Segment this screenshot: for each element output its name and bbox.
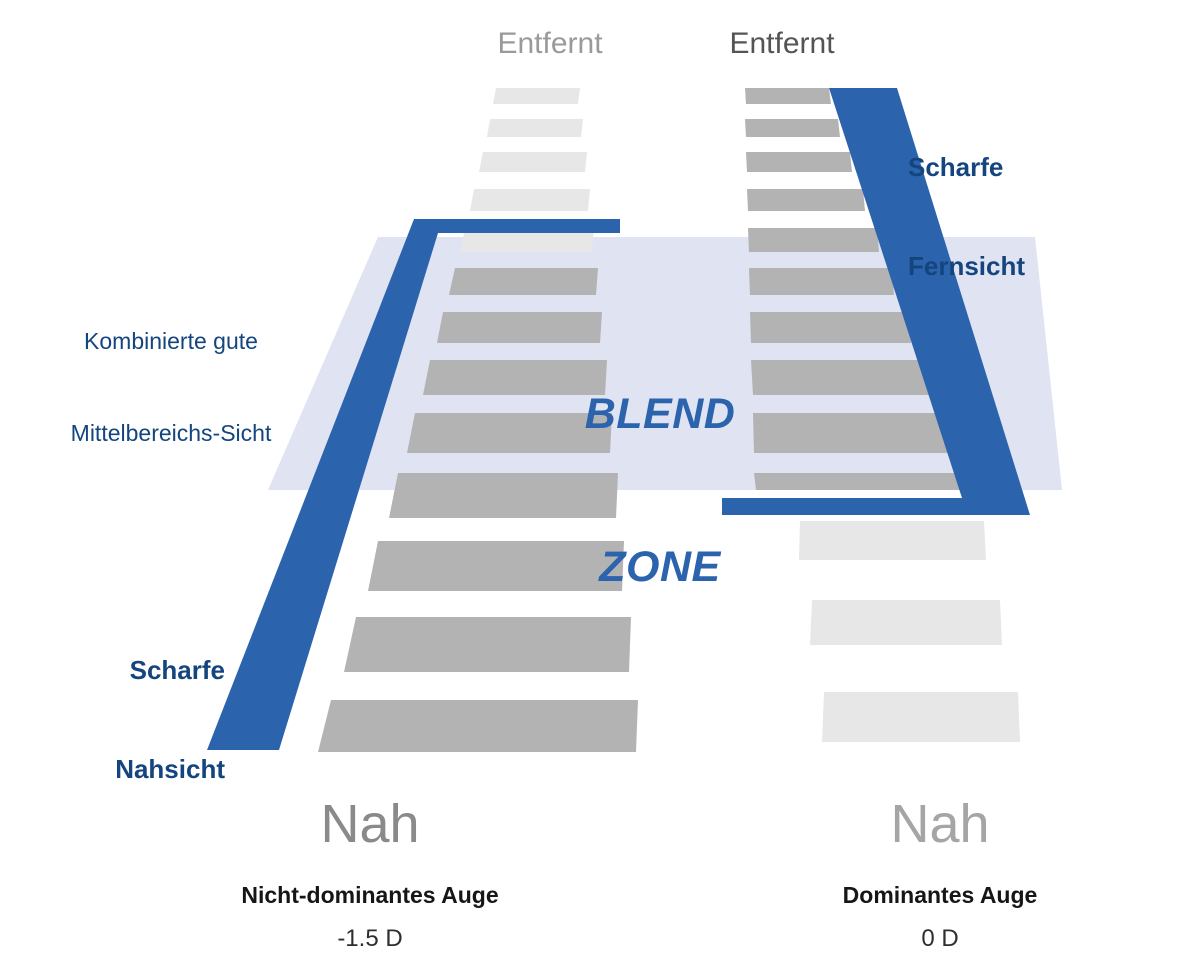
- rung: [344, 617, 631, 672]
- rung: [746, 152, 852, 172]
- right-callout-line2: Fernsicht: [908, 251, 1026, 282]
- rung: [745, 119, 840, 137]
- rung: [368, 541, 624, 591]
- right-ladder-rungs-far: [745, 88, 976, 490]
- rung: [750, 312, 911, 343]
- left-callout-line2: Nahsicht: [115, 754, 225, 785]
- rung: [751, 360, 930, 395]
- rung: [749, 268, 894, 295]
- rung: [822, 692, 1020, 742]
- left-callout: Scharfe Nahsicht: [10, 587, 225, 853]
- right-ladder: [722, 88, 1030, 742]
- rung: [460, 228, 594, 252]
- rung: [389, 473, 618, 518]
- right-callout-line1: Scharfe: [908, 151, 1004, 182]
- middle-callout: Kombinierte gute Mittelbereichs-Sicht: [16, 265, 326, 510]
- rung: [753, 413, 952, 453]
- left-ladder: [207, 88, 638, 752]
- rung: [423, 360, 607, 395]
- rung: [479, 152, 587, 172]
- left-ladder-rungs-far: [460, 88, 594, 252]
- left-callout-line1: Scharfe: [129, 654, 225, 685]
- rung: [754, 473, 976, 490]
- right-diopter-value: 0 D: [921, 925, 959, 952]
- left-ladder-rungs-near: [318, 268, 638, 752]
- rung: [493, 88, 580, 104]
- blend-zone-title-line2: ZONE: [599, 542, 721, 591]
- left-top-label: Entfernt: [497, 27, 603, 60]
- left-eye-label: Nicht-dominantes Auge: [241, 882, 499, 908]
- right-ladder-rungs-near: [799, 521, 1020, 742]
- rung: [799, 521, 986, 560]
- rung: [437, 312, 602, 343]
- right-bottom-label: Nah: [890, 794, 990, 854]
- right-callout: Scharfe Fernsicht: [908, 84, 1158, 350]
- right-eye-label: Dominantes Auge: [842, 882, 1038, 908]
- rung: [318, 700, 638, 752]
- rung: [449, 268, 598, 295]
- right-top-label: Entfernt: [729, 27, 835, 60]
- rung: [487, 119, 583, 137]
- rung: [747, 189, 865, 211]
- middle-callout-line1: Kombinierte gute: [84, 328, 258, 355]
- rung: [470, 189, 590, 211]
- left-sharp-boundary-line: [207, 219, 620, 750]
- rung: [810, 600, 1002, 645]
- right-sharp-boundary-line: [722, 88, 1030, 515]
- left-bottom-label: Nah: [320, 794, 420, 854]
- rung: [748, 228, 879, 252]
- rung: [407, 413, 612, 453]
- blend-zone-title: BLEND ZONE: [500, 288, 820, 694]
- rung: [745, 88, 831, 104]
- blend-zone-title-line1: BLEND: [584, 390, 736, 439]
- left-diopter-value: -1.5 D: [337, 925, 403, 952]
- middle-callout-line2: Mittelbereichs-Sicht: [70, 419, 272, 446]
